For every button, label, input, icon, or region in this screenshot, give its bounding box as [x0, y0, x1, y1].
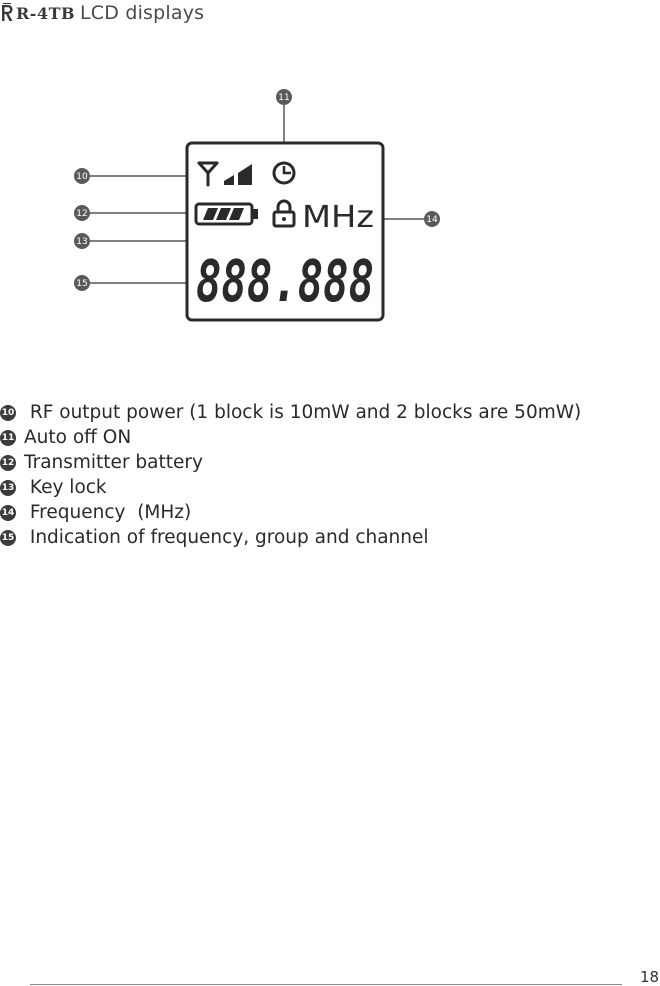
legend-item: 14 Frequency (MHz) [0, 500, 581, 525]
legend-text: Auto off ON [24, 427, 132, 448]
clock-icon [272, 161, 296, 185]
lcd-unit-label: MHz [302, 200, 374, 235]
callout-badge-15: 15 [74, 275, 90, 291]
legend-number-badge: 14 [0, 504, 16, 521]
legend-list: 10 RF output power (1 block is 10mW and … [0, 400, 581, 550]
lcd-frame [185, 141, 385, 322]
legend-item: 12 Transmitter battery [0, 450, 581, 475]
footer-divider [30, 984, 622, 985]
callout-badge-14: 14 [424, 211, 440, 227]
legend-text: RF output power (1 block is 10mW and 2 b… [24, 402, 582, 423]
legend-number-badge: 10 [0, 404, 16, 421]
battery-icon [194, 202, 258, 226]
legend-number-badge: 15 [0, 529, 16, 546]
legend-item: 10 RF output power (1 block is 10mW and … [0, 400, 581, 425]
legend-number-badge: 12 [0, 454, 16, 471]
lcd-digits: 888.888 [196, 247, 374, 315]
legend-number-badge: 11 [0, 429, 16, 446]
callout-badge-13: 13 [74, 233, 90, 249]
brand-logo: R-4TB [0, 2, 75, 24]
legend-text: Key lock [24, 477, 107, 498]
legend-number-badge: 13 [0, 479, 16, 496]
signal-strength-icon [224, 164, 252, 185]
legend-text: Indication of frequency, group and chann… [24, 527, 429, 548]
callout-badge-11-label: 11 [278, 93, 289, 103]
callout-badge-12-label: 12 [76, 209, 87, 219]
brand-r-icon [2, 3, 13, 21]
callout-badge-15-label: 15 [76, 279, 87, 289]
lcd-diagram: 10 11 12 13 14 15 [0, 80, 660, 330]
legend-item: 13 Key lock [0, 475, 581, 500]
callout-badge-10-label: 10 [76, 172, 88, 182]
callout-badge-14-label: 14 [426, 215, 438, 225]
callout-badge-10: 10 [74, 168, 90, 184]
antenna-icon [197, 161, 219, 187]
lcd-diagram-svg: 10 11 12 13 14 15 [74, 89, 440, 322]
page-title: LCD displays [80, 2, 205, 24]
legend-text: Transmitter battery [24, 452, 203, 473]
lock-icon [272, 199, 296, 228]
page-header: R-4TB LCD displays [0, 0, 204, 26]
callout-badge-11: 11 [276, 89, 292, 105]
legend-item: 11 Auto off ON [0, 425, 581, 450]
brand-logo-text: R-4TB [16, 3, 75, 23]
legend-text: Frequency (MHz) [24, 502, 192, 523]
callout-badge-13-label: 13 [76, 237, 87, 247]
callout-badge-12: 12 [74, 205, 90, 221]
legend-item: 15 Indication of frequency, group and ch… [0, 525, 581, 550]
page-number: 18 [640, 968, 660, 986]
